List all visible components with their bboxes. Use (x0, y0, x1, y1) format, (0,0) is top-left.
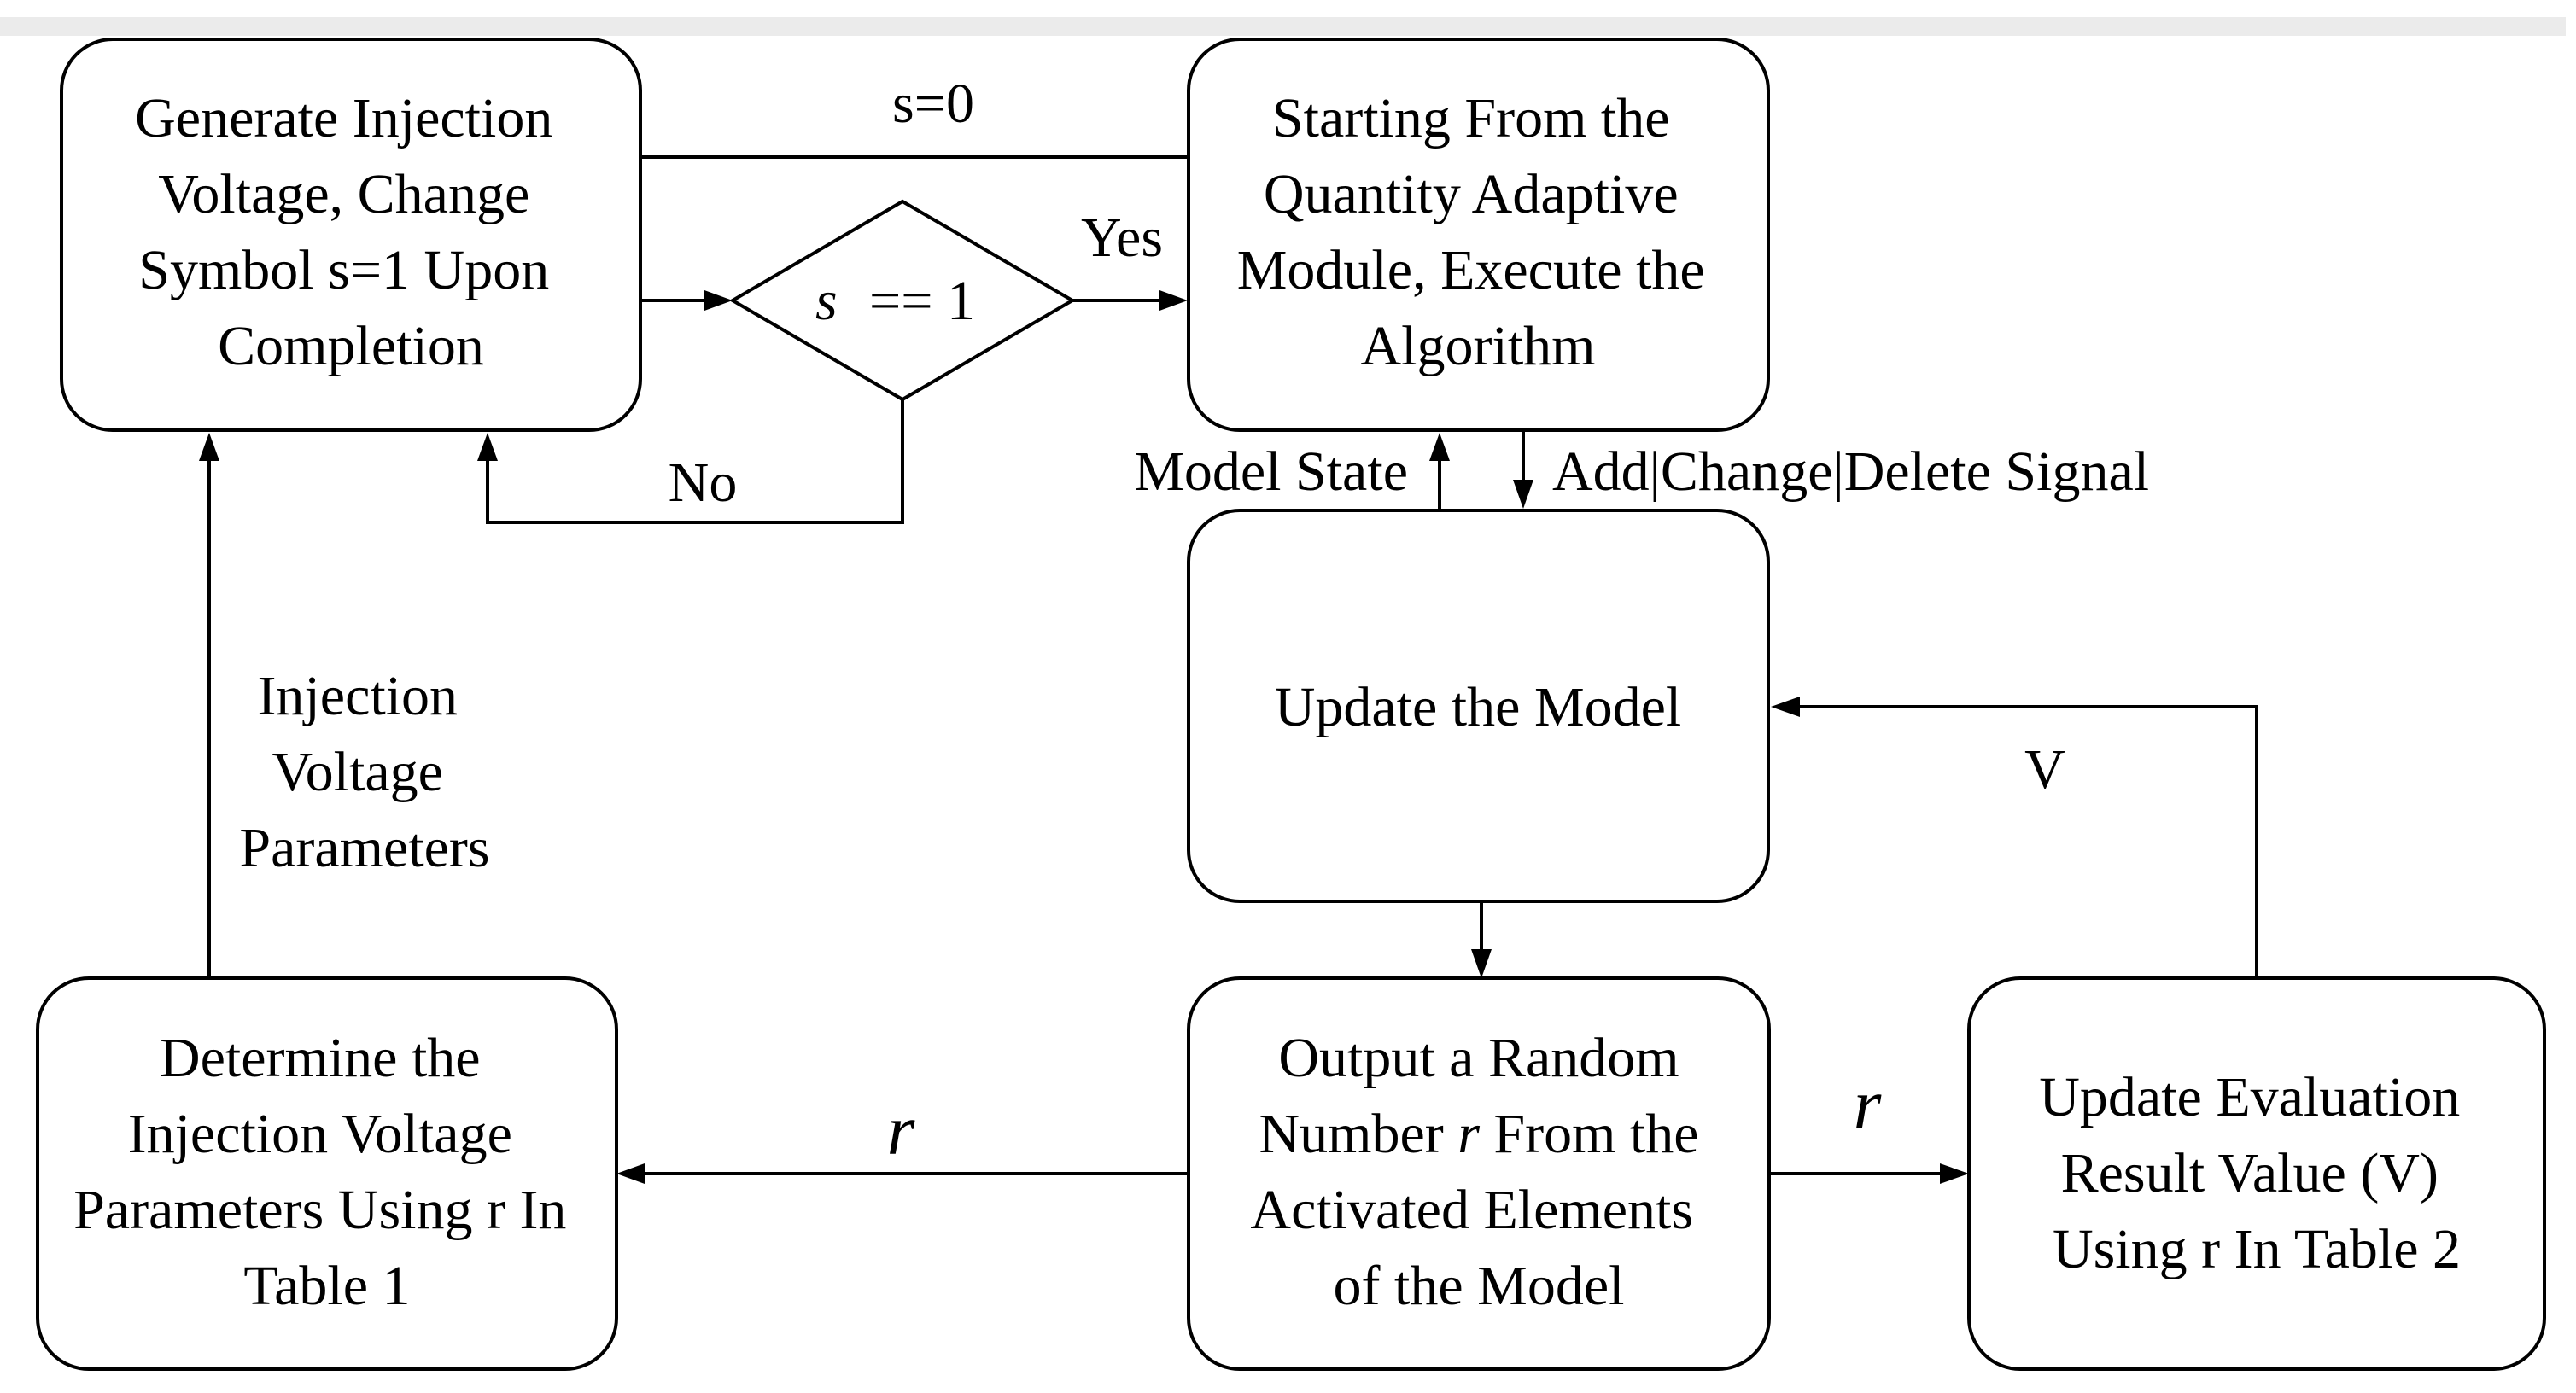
edge-generate-to-decision (640, 290, 733, 311)
svg-text:Determine the Injection: Determine the Injection Voltage Paramete… (73, 1027, 581, 1317)
node-output-random-number: Output a Random Number r From the Activa… (1187, 976, 1771, 1371)
node-determine-injection-voltage: Determine the Injection Voltage Paramete… (36, 976, 618, 1371)
node-determine-line-2: Injection Voltage (128, 1103, 512, 1165)
node-generate-line-2: Voltage, Change (158, 163, 529, 225)
svg-text:Update the Model: Update the Model (1275, 676, 1682, 738)
edge-injection-params (199, 433, 219, 978)
node-update-eval-line-1: Update Evaluation (2039, 1066, 2460, 1128)
svg-text:Starting From the Quanti: Starting From the Quantity Adaptive Modu… (1237, 87, 1719, 377)
node-determine-line-3: Parameters Using r In (73, 1179, 566, 1241)
edge-s0 (614, 147, 1187, 167)
node-generate-line-3: Symbol s=1 Upon (138, 239, 549, 301)
edge-update-to-output (1471, 903, 1492, 978)
node-output-line-3: Activated Elements (1250, 1179, 1693, 1241)
node-generate-line-1: Generate Injection (135, 87, 552, 149)
node-starting-line-3: Module, Execute the (1237, 239, 1705, 301)
label-injection-voltage-parameters: Injection Voltage Parameters (239, 665, 489, 879)
label-r-right: r (1854, 1065, 1882, 1145)
node-decision-s-equals-1: s == 1 (729, 199, 1076, 402)
svg-text:Update Evaluation Result: Update Evaluation Result Value (V) Using… (2039, 1066, 2474, 1280)
node-starting-line-4: Algorithm (1361, 315, 1596, 377)
label-no: No (669, 452, 738, 514)
edge-v (1771, 696, 2258, 978)
svg-text:s == 1: s == 1 (815, 270, 975, 332)
node-update-eval-line-3: Using r In Table 2 (2053, 1218, 2461, 1280)
node-output-line-2-var: r (1457, 1103, 1480, 1165)
label-yes: Yes (1081, 207, 1163, 269)
label-r-left: r (887, 1091, 915, 1170)
node-generate-line-4: Completion (218, 315, 484, 377)
top-border-bar (0, 17, 2566, 36)
edge-add-change-delete (1513, 431, 1533, 509)
node-starting-line-1: Starting From the (1272, 87, 1670, 149)
node-determine-line-1: Determine the (160, 1027, 481, 1089)
decision-op: == 1 (869, 270, 975, 332)
label-add-change-delete: Add|Change|Delete Signal (1552, 440, 2149, 503)
svg-text:Activated Elements of th: Activated Elements of the Model (1250, 1179, 1707, 1317)
label-injection-line-1: Injection (257, 665, 458, 727)
svg-text:Number r From the: Number r From the (1259, 1103, 1698, 1165)
edge-yes (1072, 290, 1188, 311)
node-output-line-2-pre: Number (1259, 1103, 1457, 1165)
node-update-eval-line-2: Result Value (V) (2061, 1142, 2439, 1204)
node-update-evaluation: Update Evaluation Result Value (V) Using… (1967, 976, 2546, 1371)
node-output-line-4: of the Model (1334, 1255, 1625, 1317)
node-output-line-2-post: From the (1480, 1103, 1699, 1165)
label-s0: s=0 (892, 73, 974, 135)
node-determine-line-4: Table 1 (243, 1255, 410, 1317)
node-output-line-1: Output a Random (1278, 1027, 1679, 1089)
node-update-model-line-1: Update the Model (1275, 676, 1682, 738)
label-v: V (2024, 738, 2065, 801)
edge-r-left (616, 1163, 1189, 1184)
decision-var: s (815, 270, 838, 332)
node-starting-line-2: Quantity Adaptive (1264, 163, 1679, 225)
label-model-state: Model State (1134, 440, 1408, 503)
node-starting-quantity-adaptive: Starting From the Quantity Adaptive Modu… (1187, 38, 1770, 432)
edge-model-state (1429, 433, 1450, 510)
label-injection-line-2: Voltage (272, 741, 443, 803)
svg-text:Generate Injection Volta: Generate Injection Voltage, Change Symbo… (135, 87, 567, 377)
edge-no (477, 399, 904, 524)
svg-text:Output a Random: Output a Random (1278, 1027, 1679, 1089)
node-generate-injection-voltage: Generate Injection Voltage, Change Symbo… (60, 38, 642, 432)
node-update-the-model: Update the Model (1187, 509, 1770, 903)
edge-r-right (1770, 1163, 1969, 1184)
label-injection-line-3: Parameters (239, 817, 489, 879)
